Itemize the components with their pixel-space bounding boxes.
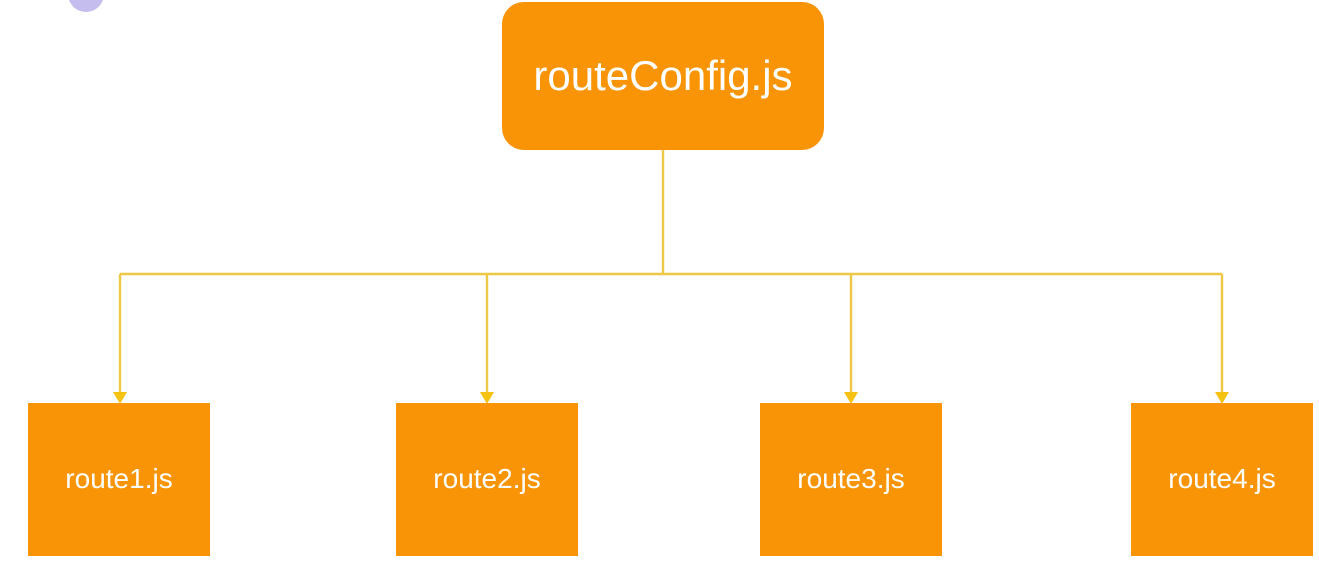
node-child-route2[interactable]: route2.js	[396, 403, 578, 556]
node-root-routeconfig[interactable]: routeConfig.js	[502, 2, 824, 150]
node-label: route2.js	[433, 463, 541, 495]
node-label: routeConfig.js	[533, 51, 793, 99]
node-child-route3[interactable]: route3.js	[760, 403, 942, 556]
purple-circle-icon	[68, 0, 104, 12]
node-label: route3.js	[797, 463, 905, 495]
node-child-route4[interactable]: route4.js	[1131, 403, 1313, 556]
node-label: route4.js	[1168, 463, 1276, 495]
node-child-route1[interactable]: route1.js	[28, 403, 210, 556]
node-label: route1.js	[65, 463, 173, 495]
